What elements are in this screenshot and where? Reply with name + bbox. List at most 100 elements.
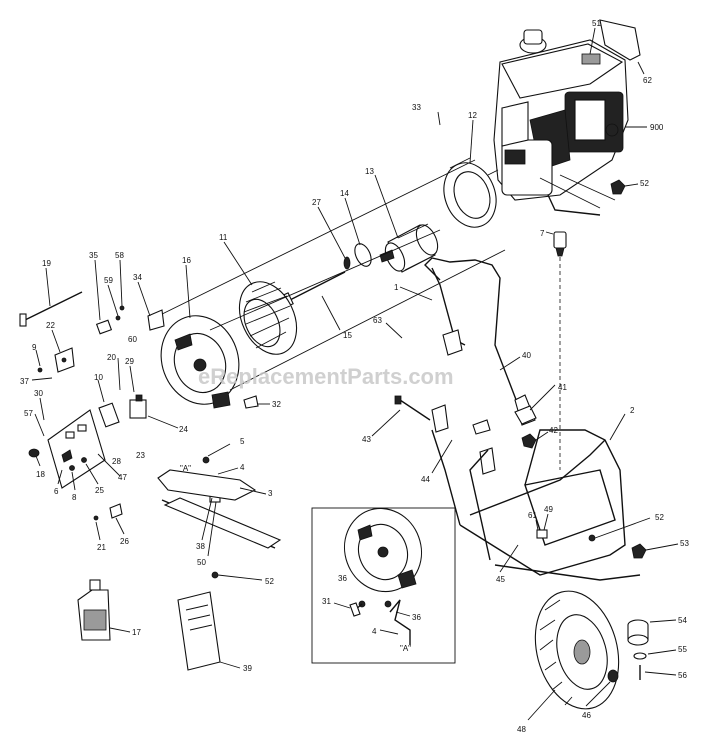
- fuel-line-assembly: [157, 456, 282, 579]
- bearing: [354, 243, 372, 267]
- engine: [493, 29, 629, 216]
- nut: [610, 179, 626, 195]
- label-decal: [599, 19, 641, 61]
- callout-25: 25: [95, 486, 104, 495]
- control-panel: [47, 409, 106, 489]
- callout-59: 59: [104, 276, 113, 285]
- callout-41: 41: [558, 383, 567, 392]
- callout-A-top: "A": [180, 464, 191, 473]
- callout-4-top: 4: [240, 463, 245, 472]
- alignment-lines: [149, 159, 506, 391]
- callout-7: 7: [540, 229, 545, 238]
- callout-9: 9: [32, 343, 37, 352]
- callout-16: 16: [182, 256, 191, 265]
- callout-34: 34: [133, 273, 142, 282]
- callout-33: 33: [412, 103, 421, 112]
- callout-56: 56: [678, 671, 687, 680]
- callout-60: 60: [128, 335, 137, 344]
- breaker: [129, 399, 147, 419]
- callout-36-right: 36: [412, 613, 421, 622]
- callout-61: 61: [528, 511, 537, 520]
- stator-housing: [443, 157, 499, 228]
- callout-44: 44: [421, 475, 430, 484]
- callout-50: 50: [197, 558, 206, 567]
- callout-49: 49: [544, 505, 553, 514]
- callout-20: 20: [107, 353, 116, 362]
- long-bolt: [19, 291, 83, 327]
- callout-A-inset: "A": [400, 644, 411, 653]
- callout-18: 18: [36, 470, 45, 479]
- callout-35: 35: [89, 251, 98, 260]
- callout-labels: 51 62 900 52 33 12 13 14 27 7 11 16 19 3…: [20, 19, 689, 734]
- fuel-fitting: [553, 231, 567, 257]
- callout-63: 63: [373, 316, 382, 325]
- inset-detail: [311, 507, 456, 664]
- callout-31: 31: [322, 597, 331, 606]
- callout-19: 19: [42, 259, 51, 268]
- callout-55: 55: [678, 645, 687, 654]
- wheel-bolt: [607, 669, 619, 683]
- callout-13: 13: [365, 167, 374, 176]
- callout-39: 39: [243, 664, 252, 673]
- callout-2: 2: [630, 406, 635, 415]
- callout-11: 11: [219, 233, 228, 242]
- callout-22: 22: [46, 321, 55, 330]
- brush: [95, 319, 113, 335]
- callout-52-left: 52: [265, 577, 274, 586]
- callout-26: 26: [120, 537, 129, 546]
- knob: [28, 448, 40, 458]
- callout-53: 53: [680, 539, 689, 548]
- callout-40: 40: [522, 351, 531, 360]
- callout-36-left: 36: [338, 574, 347, 583]
- callout-27: 27: [312, 198, 321, 207]
- callout-29: 29: [125, 357, 134, 366]
- callout-51: 51: [592, 19, 601, 28]
- through-bolt: [280, 271, 346, 308]
- callout-10: 10: [94, 373, 103, 382]
- watermark: eReplacementParts.com: [198, 364, 454, 389]
- callout-47: 47: [118, 473, 127, 482]
- callout-12: 12: [468, 111, 477, 120]
- callout-8: 8: [72, 493, 77, 502]
- owners-manual: [177, 591, 221, 671]
- oil-bottle: [77, 579, 111, 641]
- callout-21: 21: [97, 543, 106, 552]
- rear-bearing-carrier: [160, 315, 240, 409]
- callout-52-right: 52: [655, 513, 664, 522]
- callout-32: 32: [272, 400, 281, 409]
- frame: [431, 429, 641, 581]
- receptacle: [98, 402, 120, 428]
- callout-5: 5: [240, 437, 245, 446]
- callout-38: 38: [196, 542, 205, 551]
- wheel: [534, 590, 620, 710]
- callout-28: 28: [112, 457, 121, 466]
- callout-24: 24: [179, 425, 188, 434]
- bracket: [147, 309, 165, 331]
- washer: [343, 256, 351, 270]
- callout-15: 15: [343, 331, 352, 340]
- callout-23: 23: [136, 451, 145, 460]
- callout-6: 6: [54, 487, 59, 496]
- callout-57: 57: [24, 409, 33, 418]
- rotor: [379, 223, 439, 273]
- callout-45: 45: [496, 575, 505, 584]
- callout-46: 46: [582, 711, 591, 720]
- callout-58: 58: [115, 251, 124, 260]
- callout-14: 14: [340, 189, 349, 198]
- callout-37: 37: [20, 377, 29, 386]
- callout-48: 48: [517, 725, 526, 734]
- callout-3: 3: [268, 489, 273, 498]
- callout-52-top: 52: [640, 179, 649, 188]
- callout-900: 900: [650, 123, 664, 132]
- callout-17: 17: [132, 628, 141, 637]
- handle: [424, 257, 536, 426]
- stator-coil: [238, 281, 298, 355]
- callout-4-inset: 4: [372, 627, 377, 636]
- callout-42: 42: [549, 426, 558, 435]
- callout-43: 43: [362, 435, 371, 444]
- callout-30: 30: [34, 389, 43, 398]
- callout-1: 1: [394, 283, 399, 292]
- callout-62: 62: [643, 76, 652, 85]
- callout-54: 54: [678, 616, 687, 625]
